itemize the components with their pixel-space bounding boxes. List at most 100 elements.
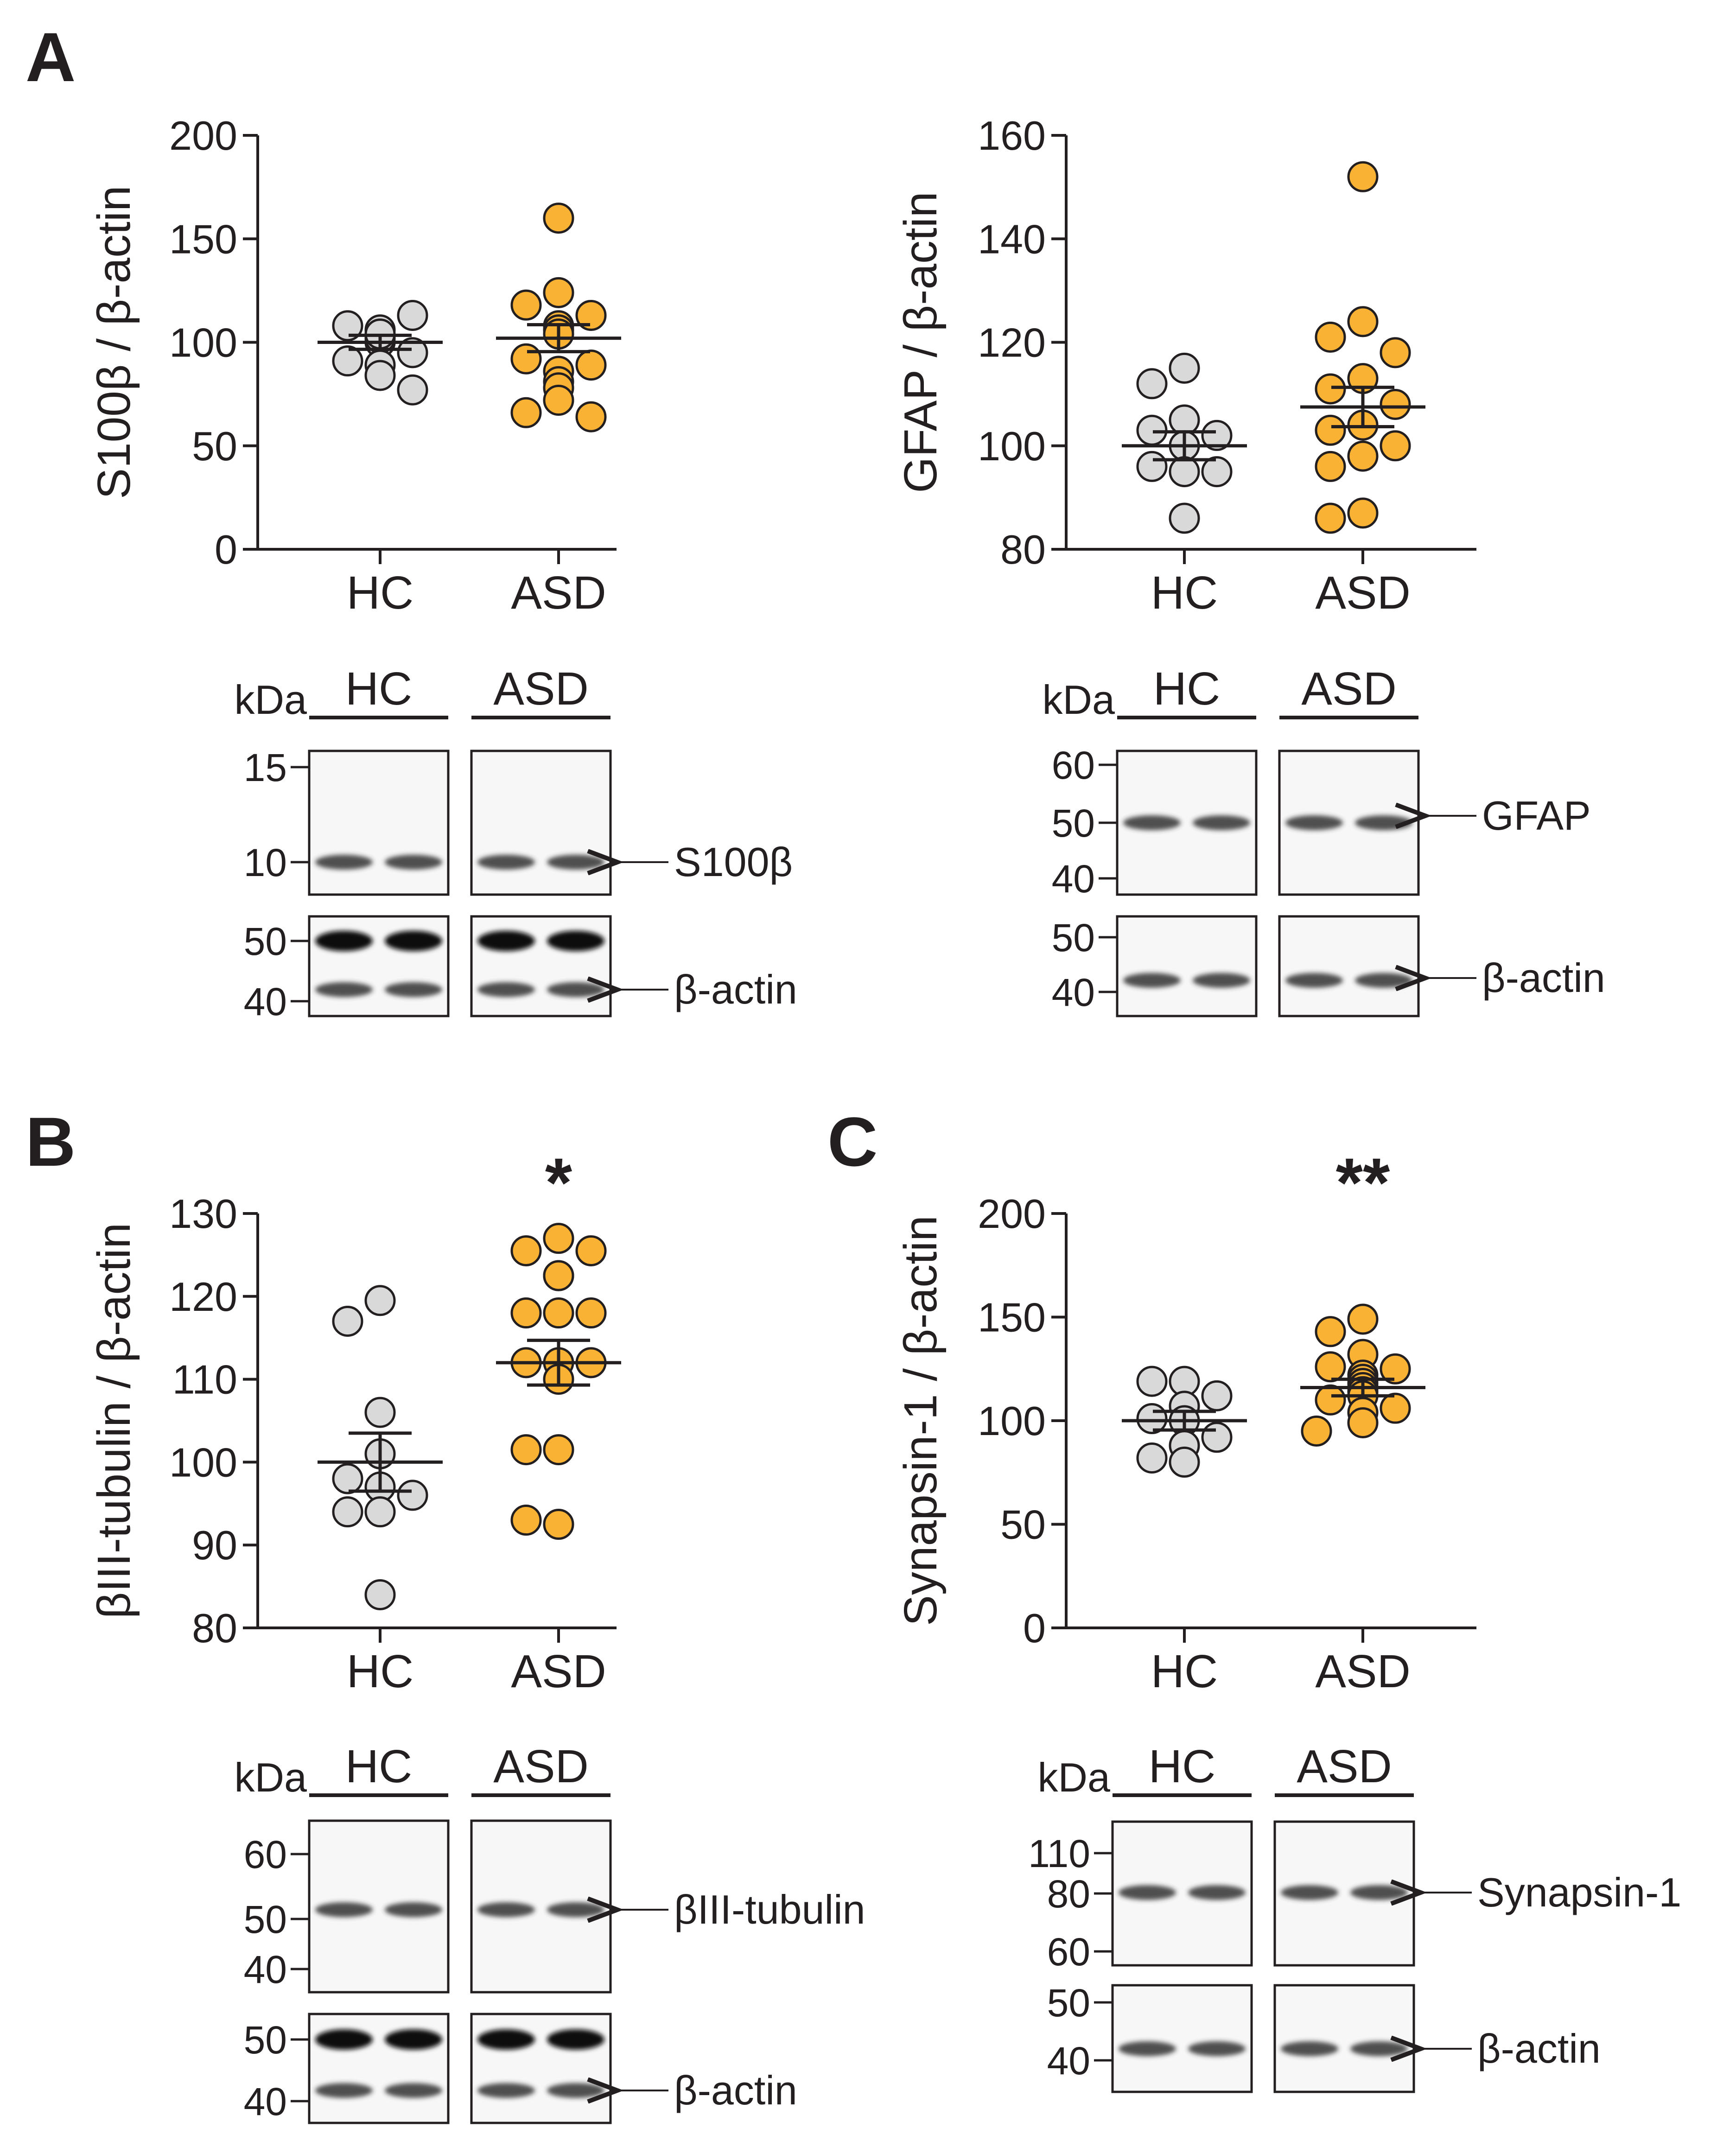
data-point-asd	[1315, 502, 1346, 534]
data-point-asd	[510, 1434, 542, 1466]
marker-label: 10	[244, 841, 287, 884]
data-point-asd	[1380, 337, 1411, 368]
marker-label: 40	[1052, 857, 1095, 901]
data-point-hc	[332, 310, 363, 342]
data-point-hc	[1201, 1380, 1233, 1411]
protein-band	[1350, 1885, 1408, 1900]
x-tick-label: ASD	[1315, 1645, 1411, 1697]
protein-band	[477, 1902, 535, 1917]
blot-group-label: ASD	[1297, 1741, 1392, 1792]
y-tick-label: 150	[169, 216, 237, 262]
data-point-hc	[364, 1397, 396, 1428]
y-tick-label: 110	[172, 1357, 237, 1403]
protein-band	[1355, 973, 1412, 988]
data-point-hc	[1201, 1422, 1233, 1453]
x-tick-label: HC	[347, 567, 413, 619]
data-point-asd	[543, 1434, 574, 1466]
blot-membrane	[1273, 1984, 1415, 2093]
data-point-asd	[575, 1235, 607, 1266]
protein-band	[547, 855, 604, 870]
marker-label: 50	[244, 920, 287, 963]
y-tick-label: 100	[169, 1439, 237, 1485]
panel-label-a: A	[25, 18, 76, 96]
data-point-hc	[1136, 368, 1168, 400]
marker-label: 40	[244, 980, 287, 1023]
protein-band	[547, 2029, 604, 2050]
blot-membrane	[308, 750, 450, 896]
protein-band	[385, 931, 442, 951]
protein-label: GFAP	[1482, 793, 1591, 839]
marker-label: 50	[244, 1898, 287, 1941]
data-point-asd	[1380, 1392, 1411, 1424]
protein-band	[1123, 973, 1181, 988]
data-point-asd	[1315, 414, 1346, 446]
data-point-hc	[1201, 419, 1233, 451]
data-point-asd	[510, 1297, 542, 1329]
data-point-hc	[1169, 1446, 1200, 1478]
data-point-hc	[332, 1305, 363, 1337]
protein-band	[547, 982, 604, 997]
protein-band	[477, 2029, 535, 2050]
protein-band	[315, 855, 373, 870]
data-point-hc	[364, 360, 396, 391]
protein-band	[547, 931, 604, 951]
x-tick-label: HC	[1151, 1645, 1218, 1697]
data-point-hc	[364, 1496, 396, 1528]
protein-band	[315, 2029, 373, 2050]
marker-label: 15	[244, 746, 287, 789]
protein-band	[385, 982, 442, 997]
marker-label: 50	[244, 2018, 287, 2062]
protein-label: S100β	[674, 839, 793, 885]
protein-label: β-actin	[1477, 2026, 1601, 2071]
data-point-asd	[575, 401, 607, 432]
marker-label: 50	[1047, 1981, 1090, 2025]
y-tick-label: 90	[192, 1522, 237, 1568]
protein-band	[1193, 815, 1250, 830]
data-point-asd	[1347, 1303, 1379, 1335]
y-tick-label: 0	[1023, 1605, 1046, 1651]
data-point-asd	[510, 343, 542, 375]
blot-membrane	[470, 915, 612, 1017]
data-point-asd	[1347, 161, 1379, 192]
x-tick-label: HC	[1151, 567, 1218, 619]
significance-marker: **	[1336, 1144, 1390, 1221]
data-point-asd	[1347, 1407, 1379, 1438]
blot-membrane	[1116, 915, 1258, 1017]
protein-band	[477, 982, 535, 997]
data-point-asd	[543, 1223, 574, 1254]
data-point-asd	[1301, 1415, 1332, 1447]
data-point-asd	[1315, 451, 1346, 482]
blot-group-label: ASD	[493, 1741, 589, 1792]
protein-band	[1281, 2041, 1338, 2056]
data-point-hc	[1169, 502, 1200, 534]
blot-membrane	[308, 915, 450, 1017]
data-point-hc	[332, 1496, 363, 1528]
data-point-asd	[510, 397, 542, 428]
data-point-asd	[1315, 1316, 1346, 1347]
marker-label: 40	[244, 1948, 287, 1991]
protein-band	[1119, 2041, 1176, 2056]
data-point-hc	[332, 1463, 363, 1494]
blot-membrane	[308, 2013, 450, 2124]
blot-group-label: HC	[345, 1741, 412, 1792]
y-tick-label: 100	[978, 423, 1046, 469]
protein-band	[477, 855, 535, 870]
data-point-asd	[510, 1505, 542, 1536]
protein-label: β-actin	[1482, 955, 1605, 1001]
data-point-hc	[332, 345, 363, 377]
data-point-asd	[510, 1235, 542, 1266]
data-point-asd	[1315, 1351, 1346, 1383]
blot-membrane	[470, 2013, 612, 2124]
kda-label: kDa	[1038, 1754, 1111, 1800]
marker-label: 110	[1028, 1832, 1090, 1875]
protein-label: Synapsin-1	[1477, 1869, 1681, 1915]
protein-band	[385, 2083, 442, 2098]
y-tick-label: 120	[169, 1274, 237, 1320]
x-tick-label: ASD	[511, 1645, 606, 1697]
y-tick-label: 200	[169, 113, 237, 159]
